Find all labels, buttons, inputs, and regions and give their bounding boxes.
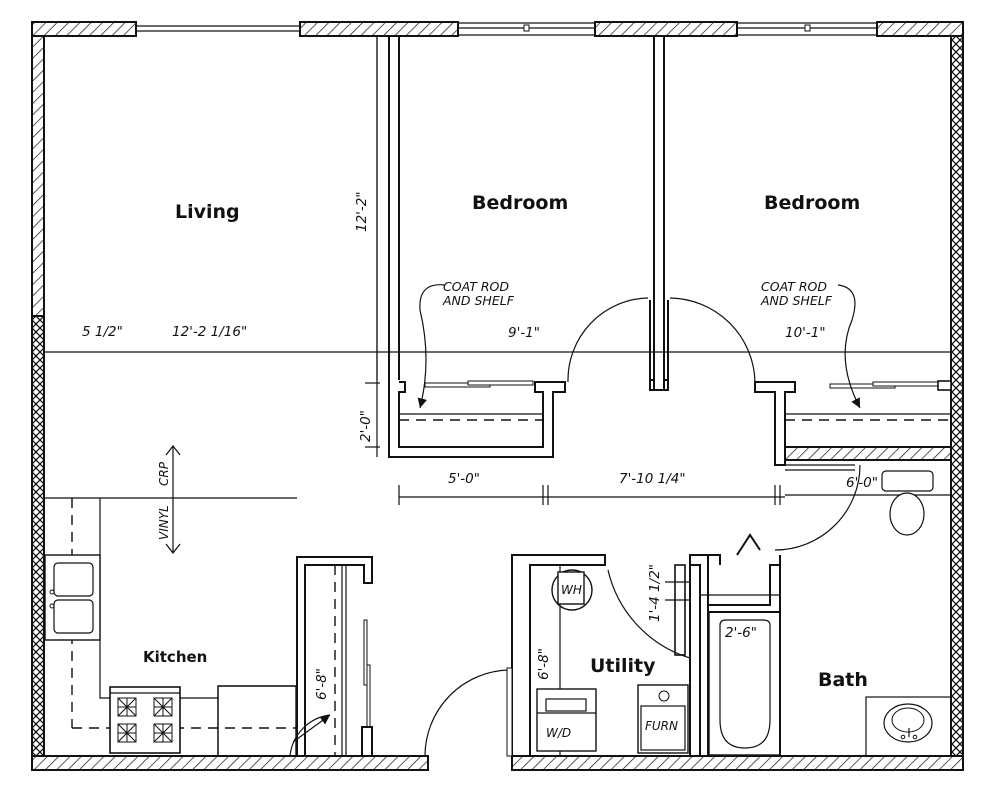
dim-bath-width: 6'-0" (846, 475, 878, 491)
lavatory-sink (865, 696, 952, 757)
interior-walls (296, 36, 952, 757)
dim-closet-depth: 2'-0" (358, 410, 374, 442)
water-heater (551, 569, 593, 611)
kitchen-sink (44, 554, 101, 641)
note-closet-2-line1: COAT ROD (761, 279, 827, 294)
note-closet-1-line2: AND SHELF (442, 293, 515, 308)
closet-2-leader-arrow (837, 284, 861, 409)
dim-bedroom-1-width: 9'-1" (508, 325, 540, 341)
room-label-bath: Bath (818, 669, 868, 691)
dim-closet-width: 5'-0" (448, 471, 480, 487)
window-living (137, 25, 300, 32)
kitchen-range (109, 686, 181, 754)
closet-1-leader-arrow (417, 284, 446, 409)
dim-pantry-depth: 6'-8" (314, 668, 330, 700)
note-floor-vinyl: VINYL (157, 505, 171, 540)
dim-hall-width: 7'-10 1/4" (619, 471, 686, 487)
floor-transition-arrow (165, 445, 181, 554)
exterior-walls (31, 21, 964, 771)
pantry-leader-arrow (292, 714, 331, 743)
dim-bedroom-2-width: 10'-1" (785, 325, 826, 341)
note-closet-2-line2: AND SHELF (760, 293, 833, 308)
bathtub (708, 611, 781, 756)
room-label-bedroom-2: Bedroom (764, 192, 860, 214)
washer-dryer (536, 688, 597, 752)
doors (289, 297, 861, 757)
dim-bedroom-depth: 12'-2" (354, 191, 370, 232)
dim-living-offset: 5 1/2" (82, 324, 123, 340)
furnace (637, 684, 689, 754)
dim-utility-depth: 6'-8" (536, 648, 552, 680)
dim-tub-width: 2'-6" (725, 625, 757, 641)
dim-living-width: 12'-2 1/16" (172, 324, 247, 340)
label-water-heater: WH (561, 583, 582, 597)
room-label-kitchen: Kitchen (143, 648, 207, 666)
refrigerator (217, 685, 297, 757)
note-floor-carpet: CRP (157, 461, 171, 486)
label-furnace: FURN (645, 719, 678, 733)
dim-utility-wall: 1'-4 1/2" (647, 564, 663, 622)
label-washer-dryer: W/D (546, 726, 571, 740)
toilet (881, 470, 934, 536)
room-label-bedroom-1: Bedroom (472, 192, 568, 214)
window-bedroom-2 (738, 22, 877, 36)
note-closet-1-line1: COAT ROD (443, 279, 509, 294)
room-label-utility: Utility (590, 655, 656, 677)
window-bedroom-1 (459, 22, 595, 36)
room-label-living: Living (175, 201, 240, 223)
